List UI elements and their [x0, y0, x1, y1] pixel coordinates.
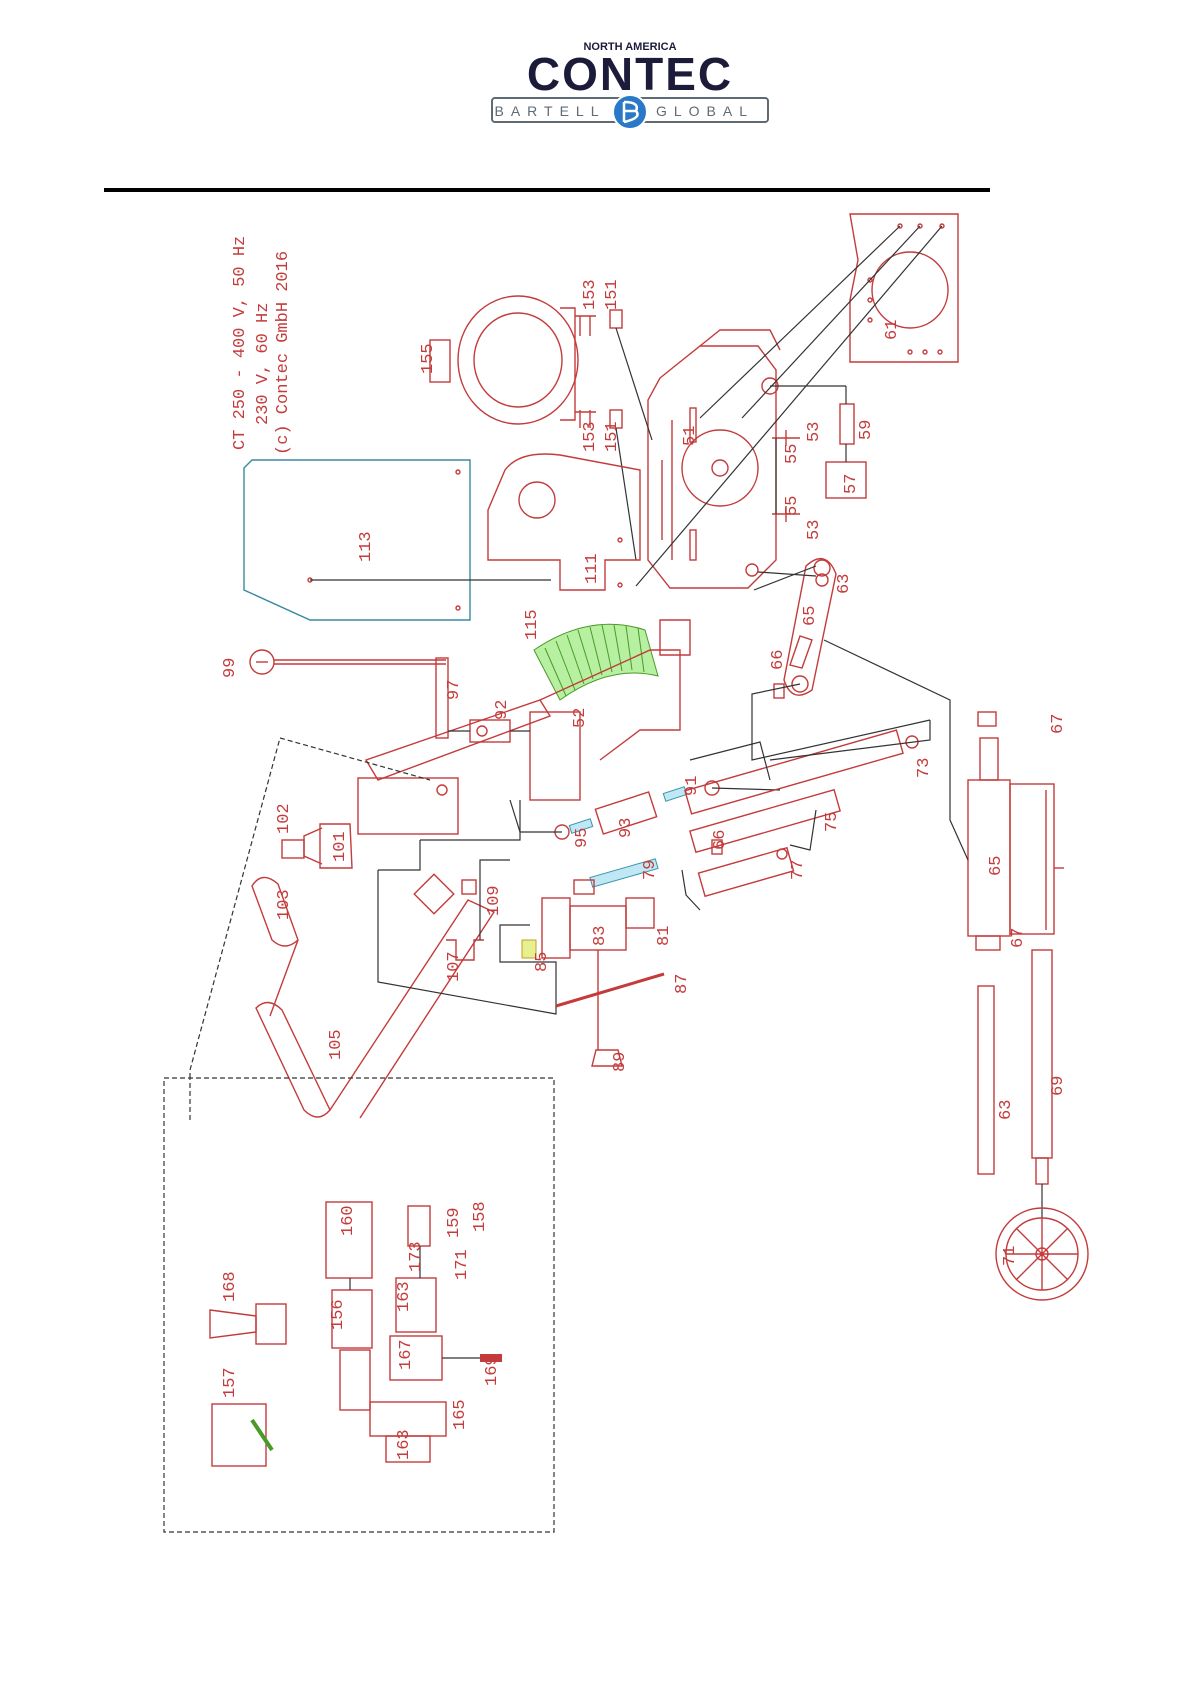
label-167: 167 [397, 1339, 416, 1370]
label-107: 107 [445, 951, 464, 982]
label-91: 91 [683, 776, 702, 796]
label-163-upper: 163 [395, 1281, 414, 1312]
label-71: 71 [1001, 1246, 1020, 1266]
label-77: 77 [789, 860, 808, 880]
part-113-plate [243, 459, 551, 621]
label-153-upper: 153 [581, 279, 600, 310]
label-165: 165 [451, 1399, 470, 1430]
part-labels: 51 52 53 53 55 55 57 59 61 63 63 65 65 6… [221, 279, 1068, 1460]
label-173: 173 [407, 1241, 426, 1272]
label-113: 113 [357, 531, 376, 562]
parts-63-69-71 [977, 949, 1089, 1301]
part-103-105-handle [251, 873, 496, 1119]
contec-logo: NORTH AMERICA CONTEC BARTELL GLOBAL [491, 41, 769, 130]
part-151-upper [609, 309, 623, 329]
part-111-bracket [487, 453, 641, 591]
part-109-block [461, 879, 477, 895]
label-169: 169 [483, 1355, 502, 1386]
parts-97-99-92 [249, 649, 530, 743]
label-75: 75 [823, 812, 842, 832]
parts-53-55-studs [772, 430, 800, 522]
label-160: 160 [339, 1205, 358, 1236]
label-57: 57 [842, 474, 861, 494]
label-61: 61 [883, 320, 902, 340]
label-69: 69 [1049, 1076, 1068, 1096]
label-53-lower: 53 [805, 520, 824, 540]
label-111: 111 [583, 553, 602, 584]
logo-b-letter-icon [622, 100, 639, 124]
label-55-lower: 55 [783, 496, 802, 516]
label-73: 73 [915, 758, 934, 778]
logo-brand: CONTEC [527, 48, 733, 100]
logo-global: GLOBAL [656, 103, 754, 119]
label-89: 89 [611, 1052, 630, 1072]
label-171: 171 [453, 1249, 472, 1280]
part-65-link [751, 557, 931, 761]
label-103: 103 [275, 889, 294, 920]
label-55-upper: 55 [783, 444, 802, 464]
label-109: 109 [485, 885, 504, 916]
label-63-lower: 63 [997, 1100, 1016, 1120]
logo-bartell: BARTELL [495, 103, 606, 119]
label-101: 101 [331, 831, 350, 862]
label-151-lower: 151 [603, 421, 622, 452]
label-99: 99 [221, 658, 240, 678]
label-65-lower: 65 [987, 856, 1006, 876]
logo-north-america: NORTH AMERICA [583, 41, 676, 53]
label-66-upper: 66 [769, 650, 788, 670]
label-115: 115 [523, 609, 542, 640]
parts-91-95 [509, 780, 781, 840]
label-92: 92 [493, 700, 512, 720]
label-157: 157 [221, 1367, 240, 1398]
parts-79-89 [521, 858, 665, 1067]
label-153-lower: 153 [581, 421, 600, 452]
part-61-plate [849, 213, 959, 363]
label-163-lower: 163 [395, 1429, 414, 1460]
label-155: 155 [419, 343, 438, 374]
part-107-clip [446, 939, 484, 961]
part-155-motor [429, 295, 596, 425]
label-65-upper: 65 [801, 606, 820, 626]
label-83: 83 [591, 926, 610, 946]
caption-line2: 230 V, 60 Hz [254, 303, 273, 425]
label-158: 158 [471, 1201, 490, 1232]
label-87: 87 [673, 974, 692, 994]
part-59-bar [839, 403, 855, 445]
part-115-boot [533, 623, 659, 701]
label-159: 159 [445, 1207, 464, 1238]
label-59: 59 [857, 420, 876, 440]
label-95: 95 [573, 828, 592, 848]
label-52: 52 [571, 708, 590, 728]
label-67-upper: 67 [1049, 714, 1068, 734]
label-168: 168 [221, 1271, 240, 1302]
caption-line3: (c) Contec GmbH 2016 [274, 251, 293, 455]
label-53-upper: 53 [805, 422, 824, 442]
label-79: 79 [641, 860, 660, 880]
parts-101-102 [281, 777, 459, 869]
electrical-parts-box [163, 737, 555, 1533]
label-85: 85 [533, 952, 552, 972]
caption-line1: CT 250 - 400 V, 50 Hz [231, 236, 250, 450]
label-51: 51 [681, 426, 700, 446]
label-151-upper: 151 [603, 279, 622, 310]
label-105: 105 [327, 1029, 346, 1060]
caption-block: CT 250 - 400 V, 50 Hz 230 V, 60 Hz (c) C… [231, 236, 293, 455]
part-65-lower-assembly [823, 639, 1064, 951]
label-97: 97 [445, 680, 464, 700]
label-63-upper: 63 [835, 574, 854, 594]
label-93: 93 [617, 818, 636, 838]
label-102: 102 [275, 803, 294, 834]
part-51-housing [647, 329, 781, 589]
parts-73-77-cylinders [681, 720, 931, 911]
part-63-pin [815, 573, 829, 587]
header-rule [104, 188, 990, 192]
label-156: 156 [329, 1299, 348, 1330]
label-66-lower: 66 [711, 830, 730, 850]
label-67-lower: 67 [1009, 928, 1028, 948]
label-81: 81 [655, 926, 674, 946]
